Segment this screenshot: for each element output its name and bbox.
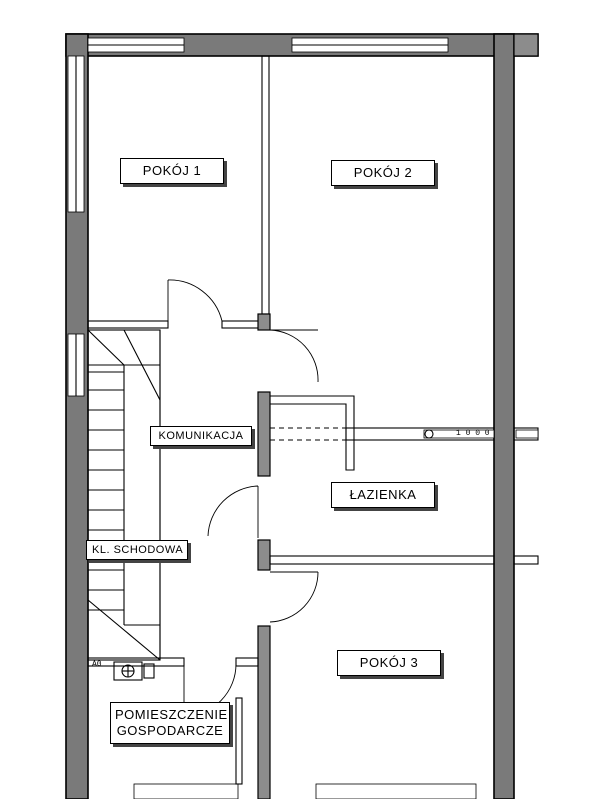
partition-pokoj1-pokoj2 [261, 55, 270, 315]
door-pokoj3 [269, 571, 319, 623]
label-lazienka: ŁAZIENKA [331, 482, 435, 508]
device-label: A0 [92, 660, 102, 669]
label-pomieszczenie-gospodarcze: POMIESZCZENIE GOSPODARCZE [110, 702, 230, 744]
label-pokoj3: POKÓJ 3 [337, 650, 441, 676]
label-pokoj1: POKÓJ 1 [120, 158, 224, 184]
bathroom-left-wall-bottom [257, 539, 271, 571]
bathroom-bottom-wall [269, 555, 495, 565]
utility-top-wall-right [235, 657, 259, 667]
bathroom-left-wall-top [257, 391, 271, 477]
vent-label: 1 0 0 0 [456, 429, 490, 438]
pokoj3-left-wall [257, 625, 271, 799]
label-klatka-schodowa: KL. SCHODOWA [86, 540, 188, 560]
right-stub-2 [513, 555, 539, 565]
pillar-small [257, 313, 271, 331]
window-bottom-2 [315, 783, 477, 799]
utility-top-wall-left [87, 657, 185, 667]
label-pokoj2: POKÓJ 2 [331, 160, 435, 186]
right-outer-wall-stub [513, 33, 539, 57]
door-pokoj1 [167, 279, 223, 322]
boiler-icon [113, 661, 155, 681]
staircase [87, 329, 161, 661]
door-lazienka [207, 485, 259, 538]
door-pokoj2 [269, 329, 319, 383]
wall-under-pokoj1-right [221, 320, 261, 329]
utility-right-wall [235, 697, 243, 785]
bathroom-niche [270, 395, 355, 471]
right-wall [493, 33, 515, 799]
vent-device [423, 429, 539, 439]
window-bottom-1 [133, 783, 239, 799]
wall-under-pokoj1-left [87, 320, 169, 329]
label-gospodarcze-line2: GOSPODARCZE [116, 723, 224, 738]
label-komunikacja: KOMUNIKACJA [150, 426, 252, 446]
label-gospodarcze-line1: POMIESZCZENIE [115, 707, 228, 722]
